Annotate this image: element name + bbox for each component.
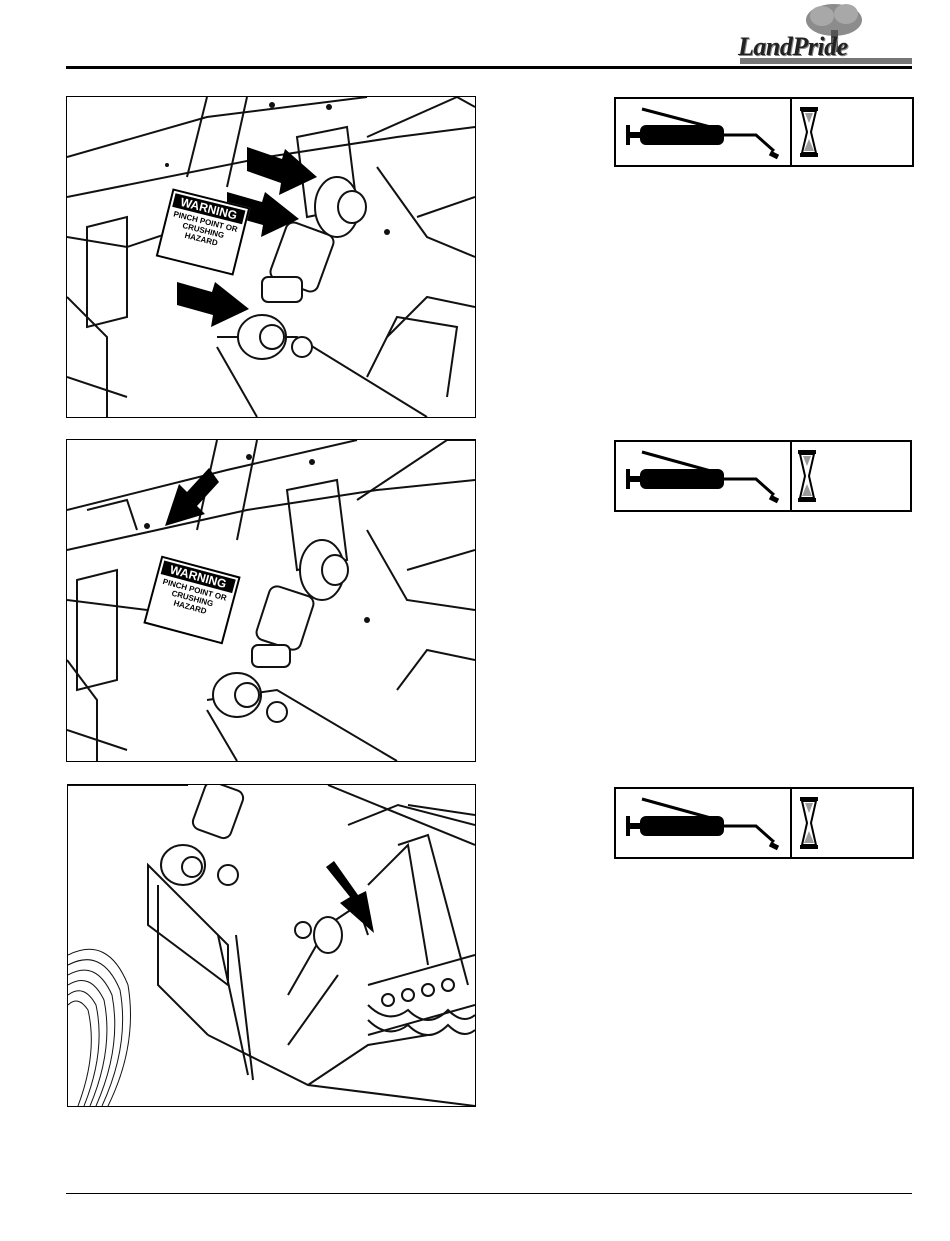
grease-gun-icon [616, 789, 792, 857]
figure-3-grease-fitting [67, 784, 476, 1107]
figure-3-drawing [68, 785, 475, 1106]
figure-2-drawing [67, 440, 475, 761]
hourglass-icon [794, 789, 912, 857]
header-rule [66, 66, 912, 69]
figure-2-grease-fittings: WARNING PINCH POINT OR CRUSHING HAZARD [66, 439, 476, 762]
figure-1-drawing [67, 97, 475, 417]
lube-icon-box-3 [614, 787, 914, 859]
hourglass-icon [792, 442, 910, 510]
grease-gun-icon [616, 99, 792, 165]
grease-gun-icon [616, 442, 792, 510]
land-pride-logo: LandPride [734, 2, 914, 68]
lube-icon-box-1 [614, 97, 914, 167]
lube-icon-box-2 [614, 440, 912, 512]
logo-wordmark: LandPride [738, 32, 848, 62]
figure-1-grease-fittings: WARNING PINCH POINT OR CRUSHING HAZARD [66, 96, 476, 418]
hourglass-icon [794, 99, 912, 165]
footer-rule [66, 1193, 912, 1194]
knife-rotor [368, 955, 475, 1035]
